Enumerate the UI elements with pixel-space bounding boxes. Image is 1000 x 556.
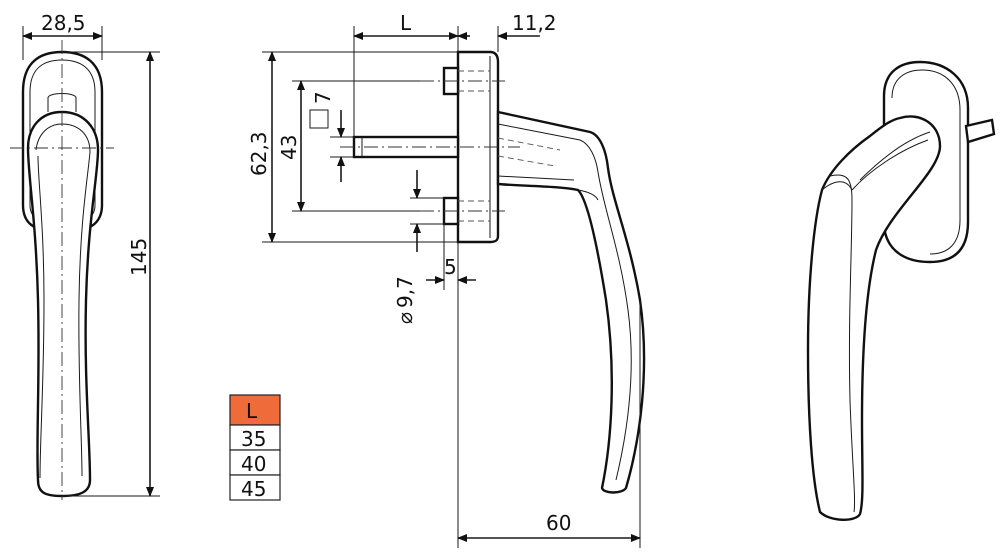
side-view: L 11,2 62,3 43 7 ⌀ 9,7: [247, 11, 646, 548]
dim-handle-projection: 60: [546, 511, 571, 535]
dim-rosette-offset: 5: [444, 255, 457, 279]
square-symbol: [309, 109, 329, 129]
side-handle: [496, 110, 646, 494]
front-view: 28,5 145: [10, 11, 160, 500]
dim-length-L: L: [400, 11, 412, 35]
dim-hole-spacing: 43: [277, 135, 301, 160]
dim-width-front: 28,5: [41, 11, 86, 35]
length-table-row: [229, 424, 281, 451]
length-table: L 35 40 45: [229, 394, 281, 501]
length-table-value-1: 40: [241, 452, 266, 476]
svg-text:⌀9,7: ⌀ 9,7: [393, 276, 417, 324]
dim-rosette-thickness: 11,2: [512, 11, 557, 35]
length-table-row: [229, 474, 281, 501]
length-table-header-cell: [229, 394, 281, 426]
length-table-value-0: 35: [241, 427, 266, 451]
length-table-header: L: [246, 399, 258, 423]
dim-hole-diameter: 9,7: [393, 276, 417, 308]
diameter-symbol: ⌀: [393, 312, 417, 324]
dim-height-total: 145: [127, 238, 151, 276]
perspective-view: [806, 60, 996, 521]
perspective-handle: [806, 115, 942, 521]
length-table-value-2: 45: [241, 477, 266, 501]
dim-rosette-height: 62,3: [247, 131, 271, 176]
dim-spindle-square: 7: [311, 91, 335, 104]
